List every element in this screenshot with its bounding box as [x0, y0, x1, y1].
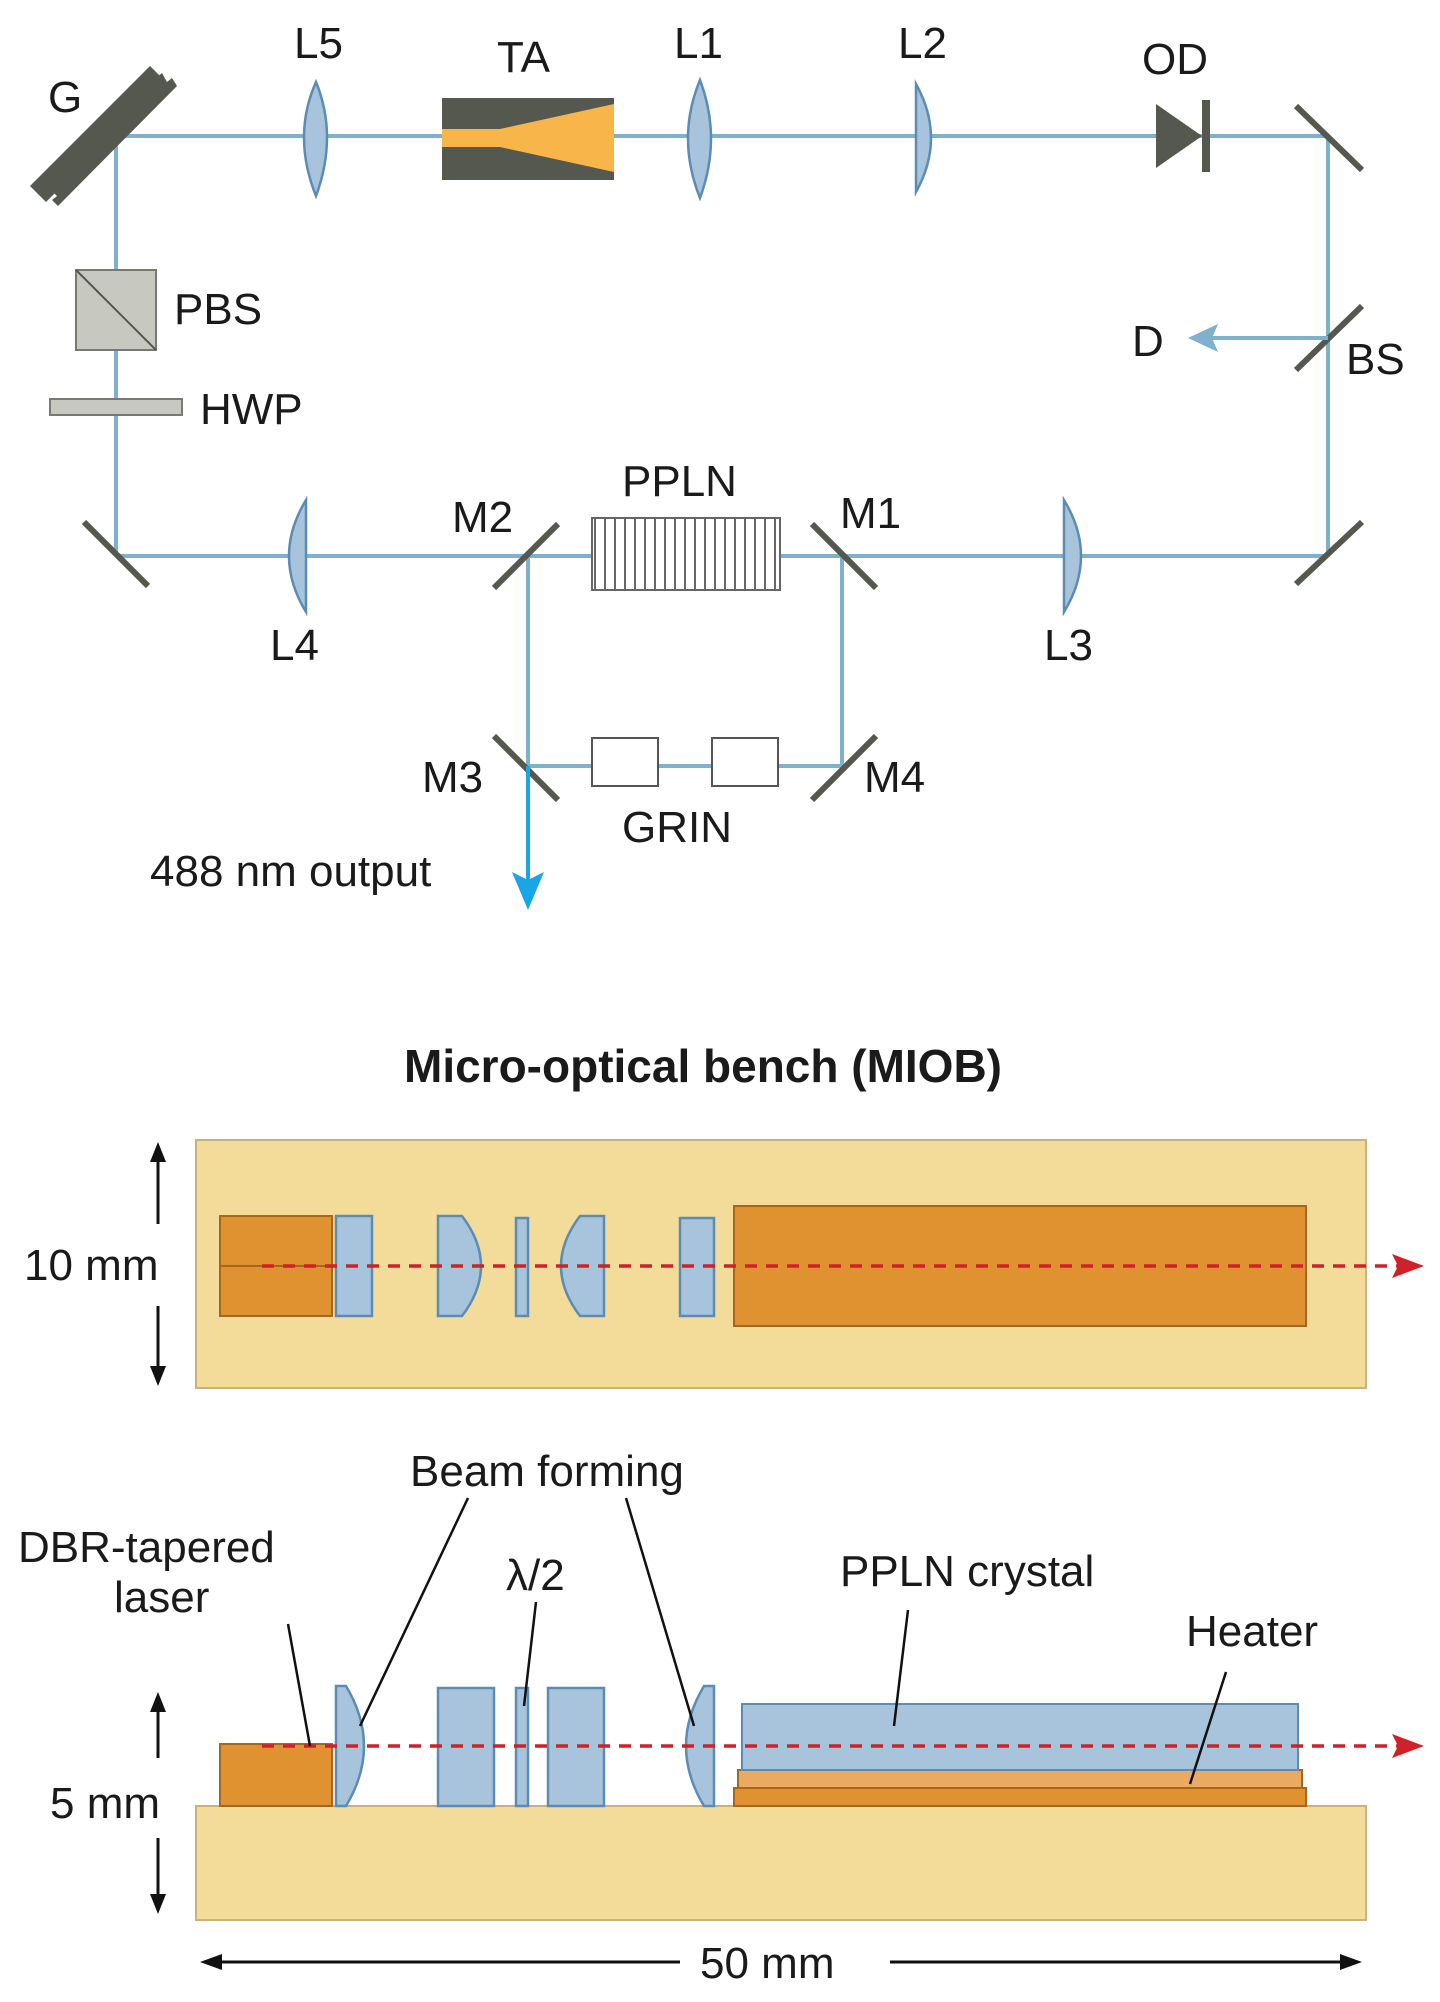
miob-top-view [195, 1139, 1424, 1389]
label-dbr-line2: laser [114, 1573, 209, 1622]
label-d: D [1132, 317, 1164, 366]
heater-layer [737, 1769, 1303, 1789]
mirror-top-right [1293, 103, 1365, 173]
label-output: 488 nm output [150, 847, 431, 896]
label-dbr-line1: DBR-tapered [18, 1523, 275, 1572]
leader-ppln [892, 1609, 910, 1727]
miob-schematic: Micro-optical bench (MIOB) 10 mm [18, 1040, 1424, 1988]
polarizing-beam-splitter [75, 269, 157, 351]
grin-lens-2 [711, 737, 779, 787]
miob-side-view [195, 1684, 1424, 1921]
leader-half-wave [522, 1601, 538, 1707]
lens-l1 [686, 76, 713, 202]
label-half-wave: λ/2 [506, 1551, 565, 1600]
label-l4: L4 [270, 621, 319, 670]
beam-paths [114, 134, 1330, 768]
output-arrow [512, 872, 544, 910]
mirror-bottom-left [81, 519, 151, 589]
miob-title: Micro-optical bench (MIOB) [404, 1040, 1002, 1092]
lens-l4 [287, 495, 308, 617]
dbr-laser-side [219, 1743, 333, 1807]
heater-plate [733, 1787, 1307, 1807]
grating-g [30, 66, 177, 206]
optical-diode-icon [1156, 100, 1210, 172]
lens-l5 [302, 78, 329, 200]
label-hwp: HWP [200, 385, 303, 434]
laser-setup-schematic: G L5 TA L1 L2 OD D BS [30, 19, 1405, 910]
mirror-m4 [809, 733, 879, 803]
label-50mm: 50 mm [700, 1939, 834, 1988]
ppln-crystal-side [741, 1703, 1299, 1771]
tapered-amplifier [442, 98, 614, 180]
label-g: G [48, 73, 82, 122]
leader-dbr [286, 1623, 312, 1747]
label-ppln: PPLN [622, 457, 737, 506]
lens-l3 [1062, 495, 1083, 617]
leader-beam-forming-1 [358, 1497, 470, 1727]
label-ppln-crystal: PPLN crystal [840, 1547, 1094, 1596]
label-10mm: 10 mm [24, 1241, 158, 1290]
dim-50mm [200, 1954, 1362, 1970]
dim-5mm [150, 1692, 166, 1914]
lens-side-4 [684, 1684, 716, 1808]
label-heater: Heater [1186, 1607, 1318, 1656]
leader-beam-forming-2 [624, 1497, 696, 1727]
mirror-bottom-right [1293, 519, 1365, 587]
label-pbs: PBS [174, 285, 262, 334]
label-m4: M4 [864, 753, 925, 802]
half-wave-plate [49, 398, 183, 416]
label-m2: M2 [452, 493, 513, 542]
dim-10mm [150, 1142, 166, 1386]
label-beam-forming: Beam forming [410, 1447, 684, 1496]
label-l2: L2 [898, 19, 947, 68]
label-l3: L3 [1044, 621, 1093, 670]
mirror-m1 [809, 521, 879, 591]
label-od: OD [1142, 35, 1208, 84]
label-bs: BS [1346, 335, 1405, 384]
label-grin: GRIN [622, 803, 732, 852]
arrow-d [1188, 324, 1218, 352]
leader-heater [1188, 1671, 1228, 1785]
ppln-crystal [591, 517, 781, 591]
grin-lens-1 [591, 737, 659, 787]
mirror-beamsplitter-bs [1293, 303, 1365, 373]
label-m1: M1 [840, 489, 901, 538]
label-l5: L5 [294, 19, 343, 68]
mirror-m2 [491, 521, 561, 591]
label-m3: M3 [422, 753, 483, 802]
lens-side-2 [436, 1686, 496, 1808]
lens-top-1 [334, 1214, 374, 1318]
label-ta: TA [497, 33, 551, 82]
lens-l2 [914, 79, 933, 197]
label-l1: L1 [674, 19, 723, 68]
label-5mm: 5 mm [50, 1779, 160, 1828]
